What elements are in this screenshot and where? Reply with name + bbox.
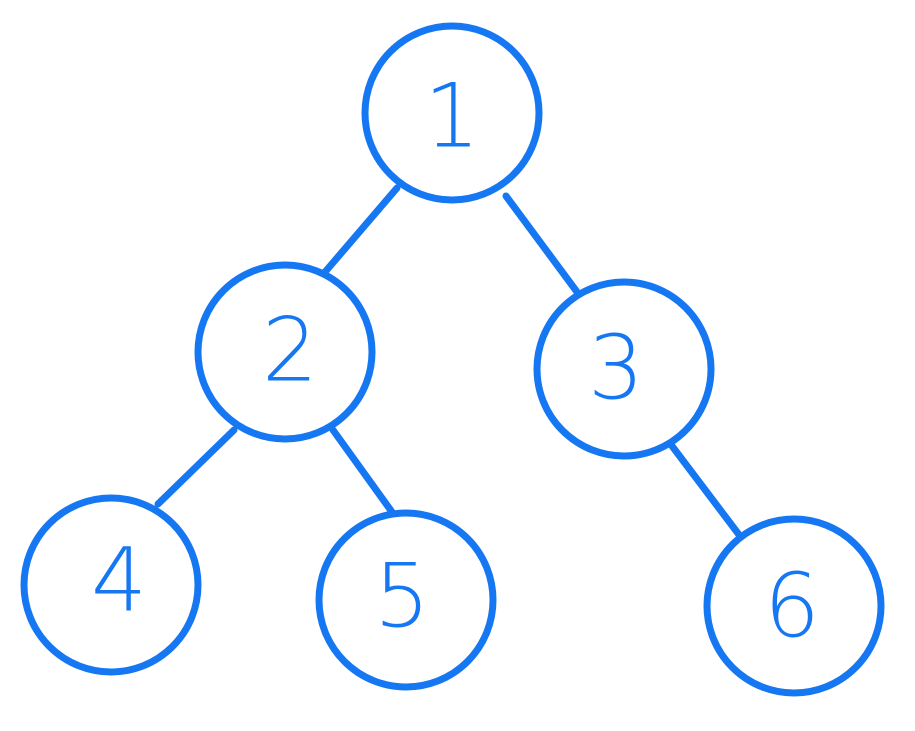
tree-node-5: 5 xyxy=(315,509,497,691)
node-circle xyxy=(315,509,497,691)
node-circle xyxy=(703,515,885,697)
tree-node-6: 6 xyxy=(703,515,885,697)
edge-3-6 xyxy=(668,442,747,544)
node-circle xyxy=(194,261,376,443)
node-label: 2 xyxy=(262,299,318,402)
node-label: 4 xyxy=(91,529,147,632)
tree-node-4: 4 xyxy=(20,494,202,676)
node-label: 3 xyxy=(588,317,644,420)
node-circle xyxy=(361,22,543,204)
edge-2-5 xyxy=(329,426,396,516)
tree-node-3: 3 xyxy=(533,278,715,460)
tree-node-2: 2 xyxy=(194,261,376,443)
node-label: 5 xyxy=(374,545,430,648)
node-label: 6 xyxy=(764,555,820,658)
edge-1-2 xyxy=(321,184,401,276)
edge-2-4 xyxy=(154,426,238,508)
node-circle xyxy=(20,494,202,676)
node-label: 1 xyxy=(424,65,480,168)
edge-1-3 xyxy=(502,192,584,300)
tree-node-1: 1 xyxy=(361,22,543,204)
node-circle xyxy=(533,278,715,460)
